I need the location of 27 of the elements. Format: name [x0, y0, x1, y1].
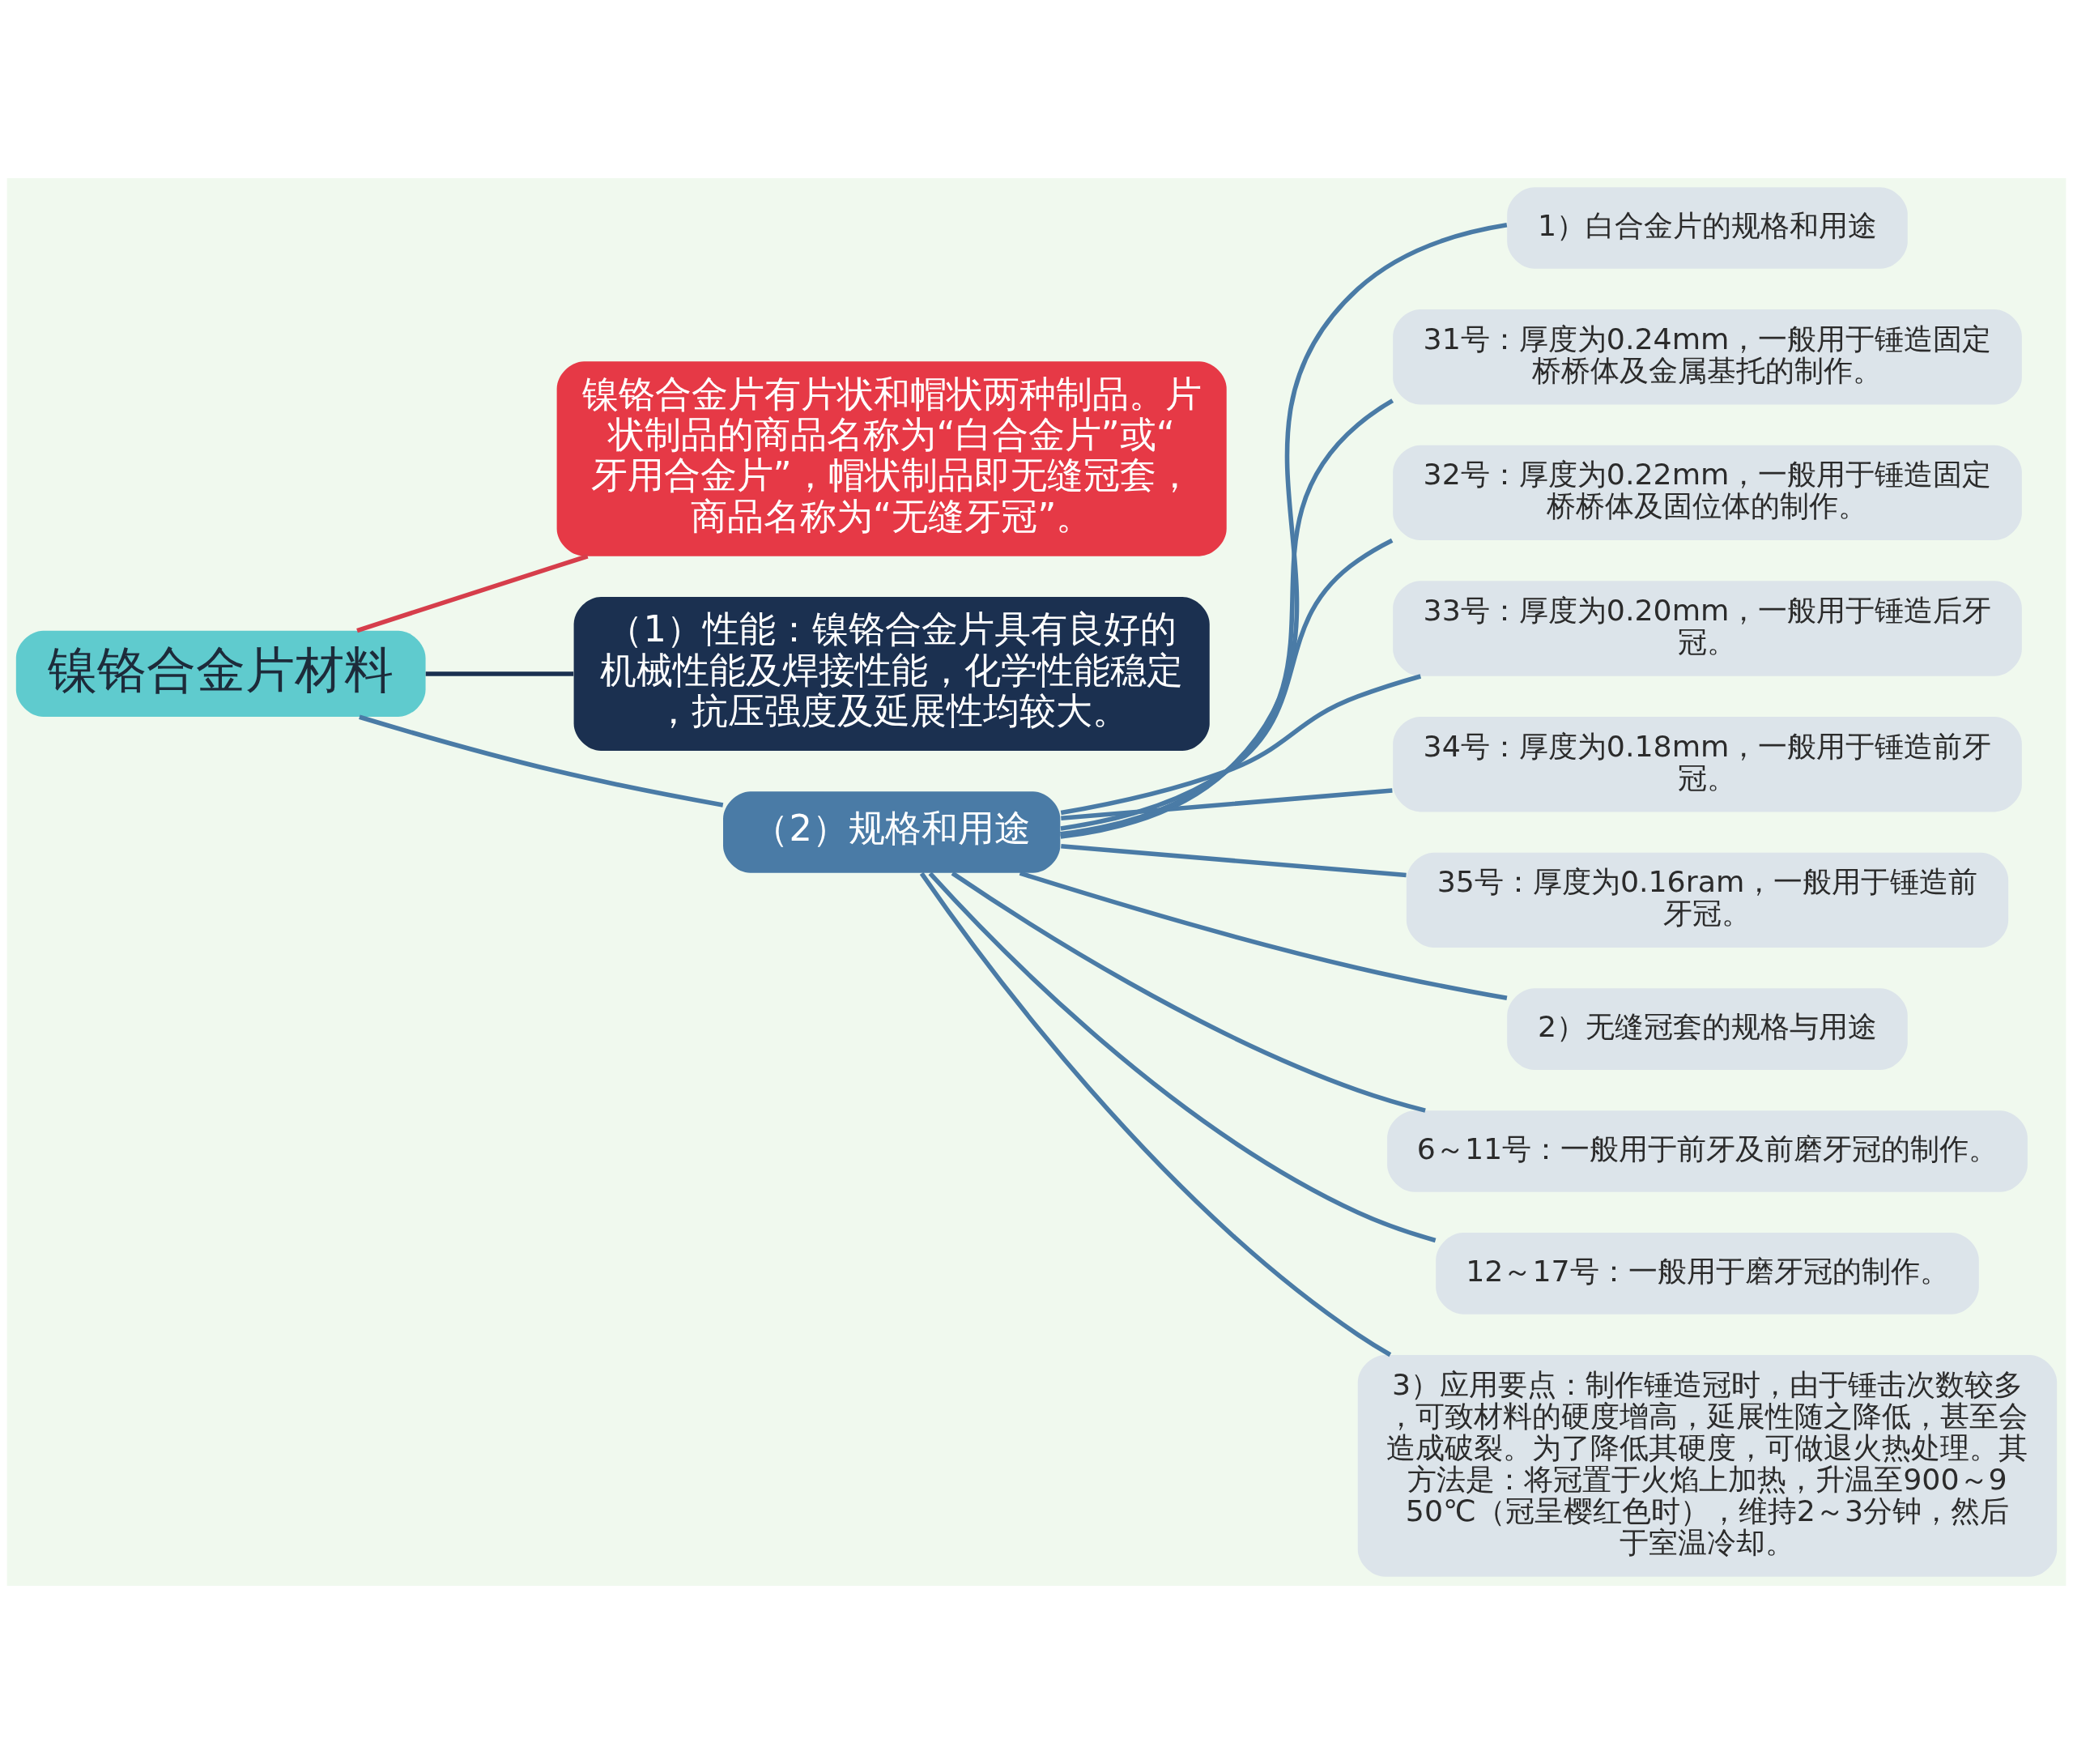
node-box: （2）规格和用途 [723, 791, 1061, 873]
connector [1060, 538, 1394, 831]
connector [1060, 674, 1422, 816]
node-box: 镍铬合金片材料 [15, 630, 426, 717]
node-box: 35号：厚度为0.16ram，一般用于锤造前牙冠。 [1406, 852, 2009, 948]
connector [359, 714, 724, 807]
node-box: 镍铬合金片有片状和帽状两种制品。片状制品的商品名称为“白合金片”或“牙用合金片”，帽状制品即无缝冠套，商品名称为“无缝牙冠”。 [556, 361, 1227, 556]
node-box: 33号：厚度为0.20mm，一般用于锤造后牙冠。 [1393, 581, 2022, 676]
node-box: 2）无缝冠套的规格与用途 [1507, 988, 1908, 1070]
node-box: 6～11号：一般用于前牙及前磨牙冠的制作。 [1387, 1110, 2028, 1192]
connector [928, 871, 1437, 1243]
connector [1060, 223, 1508, 839]
node-box: 34号：厚度为0.18mm，一般用于锤造前牙冠。 [1393, 717, 2022, 812]
connector [951, 871, 1426, 1113]
connector [356, 554, 589, 633]
node-box: 32号：厚度为0.22mm，一般用于锤造固定桥桥体及固位体的制作。 [1393, 445, 2022, 541]
connector [425, 671, 574, 676]
connector [1019, 871, 1508, 1001]
connector [919, 871, 1392, 1357]
node-box: 31号：厚度为0.24mm，一般用于锤造固定桥桥体及金属基托的制作。 [1393, 309, 2022, 405]
node-box: 3）应用要点：制作锤造冠时，由于锤击次数较多，可致材料的硬度增高，延展性随之降低，甚至会造成破裂。为了降低其硬度，可做退火热处理。其方法是：将冠置于火焰上加热，升温至900～950℃（冠呈樱红色时），维持2～3分钟，然后于室温冷却。 [1357, 1355, 2058, 1577]
connector [1060, 398, 1394, 837]
node-box: （1）性能：镍铬合金片具有良好的机械性能及焊接性能，化学性能稳定，抗压强度及延展性均较大。 [573, 596, 1210, 751]
connector [1061, 844, 1407, 878]
node-box: 1）白合金片的规格和用途 [1507, 187, 1908, 269]
connector [1061, 788, 1393, 821]
node-box: 12～17号：一般用于磨牙冠的制作。 [1436, 1233, 1979, 1314]
